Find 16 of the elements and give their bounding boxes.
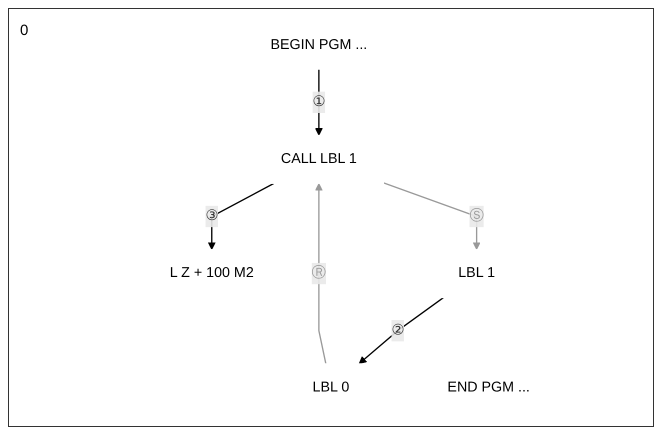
edge-label: Ⓢ [470, 208, 484, 224]
edge-label: ② [392, 322, 404, 338]
edge-label: ③ [206, 208, 218, 224]
arrow [384, 182, 481, 250]
line-number: 0 [20, 22, 28, 39]
edge-label: Ⓡ [312, 266, 326, 281]
node-text: LBL 0 [312, 380, 350, 395]
arrow [358, 297, 444, 364]
edge-label: ① [312, 94, 326, 110]
node-text: END PGM ... [448, 380, 530, 395]
arrow [208, 182, 274, 250]
arrow [315, 183, 327, 364]
node-text: BEGIN PGM ... [270, 37, 368, 52]
node-text: CALL LBL 1 [281, 151, 357, 167]
node-text: LBL 1 [458, 266, 496, 281]
node-text: L Z + 100 M2 [170, 266, 254, 281]
